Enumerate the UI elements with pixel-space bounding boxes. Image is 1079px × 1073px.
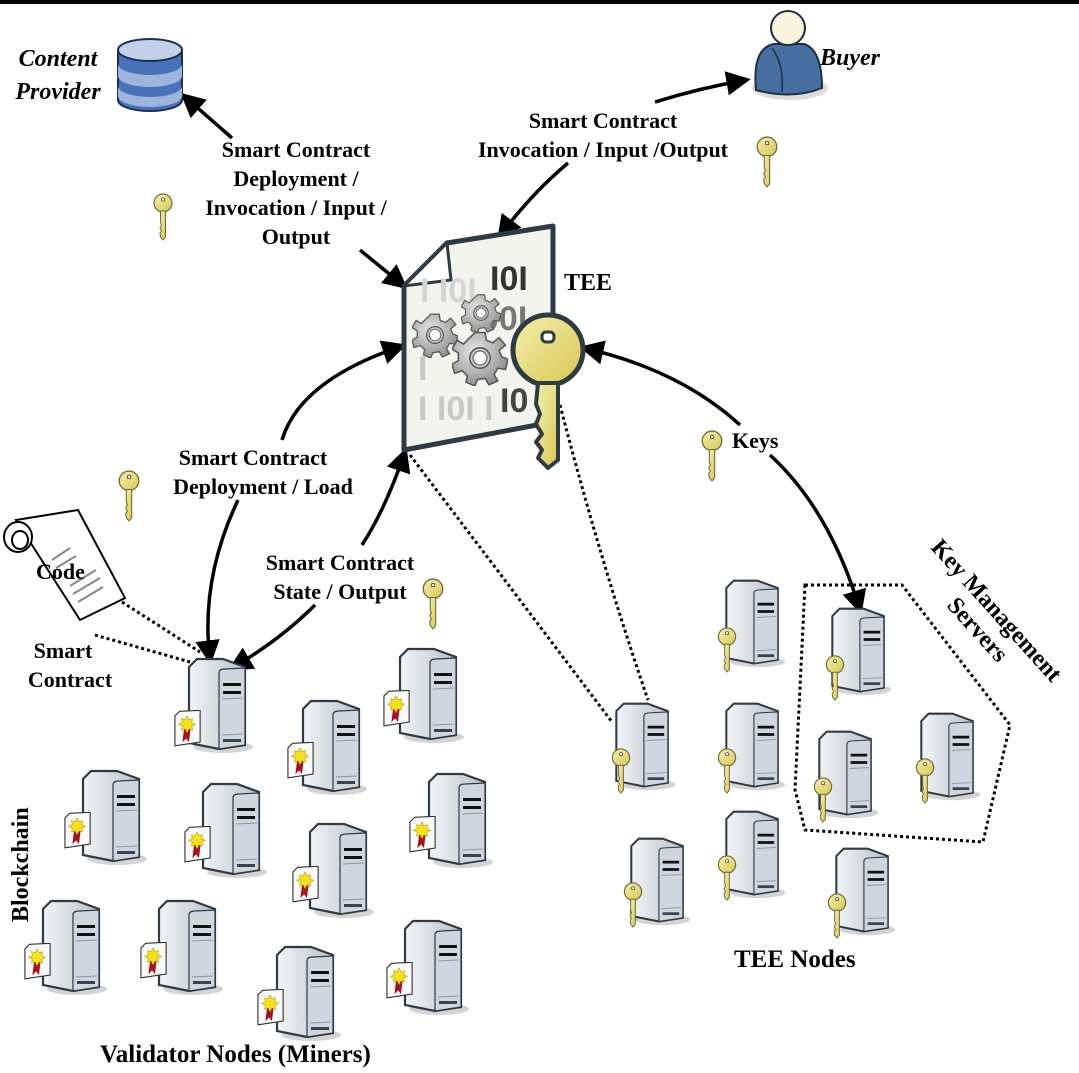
certificate-icon	[292, 866, 319, 903]
edge-label-line: Deployment / Load	[173, 474, 353, 499]
validator-node	[292, 822, 375, 920]
certificate-icon	[64, 812, 91, 849]
edge-tee-to-provider-lower	[358, 248, 408, 290]
certificate-icon	[287, 742, 314, 779]
svg-text:I0: I0	[500, 382, 528, 420]
validator-node	[64, 769, 148, 867]
tee-node	[827, 847, 896, 939]
validator-node	[383, 647, 465, 745]
validator-node	[409, 772, 494, 870]
certificate-icon	[257, 989, 284, 1026]
certificate-icon	[184, 826, 211, 863]
validator-node	[386, 919, 470, 1017]
edge-keys-upper	[579, 340, 742, 427]
edge-tee-to-provider-upper	[180, 92, 234, 140]
key-management-boundary	[793, 583, 1012, 844]
edge-label-line: State / Output	[273, 579, 407, 604]
certificate-icon	[174, 710, 201, 747]
edge-keys-lower	[768, 453, 867, 615]
edge-label-line: Smart Contract	[222, 137, 371, 162]
tee-node	[623, 837, 691, 928]
key-icon	[153, 193, 173, 241]
tee-node	[717, 702, 786, 794]
dotted-code-to-validator-1	[121, 600, 201, 654]
edge-state-lower	[227, 603, 317, 671]
edge-deploy-lower	[195, 499, 240, 665]
edge-label-line: Smart Contract	[529, 108, 678, 133]
content-provider-label-2: Provider	[14, 79, 101, 105]
edges	[94, 71, 1012, 844]
edge-label-line: Smart Contract	[266, 550, 415, 575]
certificate-icon	[386, 962, 413, 999]
edge-label-line: Invocation / Input /Output	[478, 137, 729, 162]
smart-contract-label-2: Contract	[28, 667, 113, 692]
keys-label: Keys	[732, 428, 779, 453]
key-management-server	[825, 607, 892, 701]
label-provider-edge: Smart Contract Deployment / Invocation /…	[205, 137, 387, 249]
certificate-icon	[140, 942, 167, 979]
tee-node	[717, 810, 786, 901]
edge-label-line: Output	[262, 224, 331, 249]
key-icon	[118, 470, 140, 522]
label-deploy-edge: Smart Contract Deployment / Load	[173, 445, 353, 499]
smart-contract-label-1: Smart	[34, 638, 93, 663]
tee-node	[611, 702, 676, 794]
label-buyer-edge: Smart Contract Invocation / Input /Outpu…	[478, 108, 729, 162]
validator-node	[140, 899, 224, 997]
validator-node	[174, 657, 254, 755]
validator-nodes-label: Validator Nodes (Miners)	[100, 1041, 371, 1068]
edge-deploy-upper	[280, 340, 407, 441]
tee-label: TEE	[564, 270, 612, 296]
tee-nodes-label: TEE Nodes	[734, 946, 856, 973]
key-icon	[701, 430, 723, 482]
edge-label-line: Smart Contract	[179, 445, 328, 470]
key-management-server	[813, 730, 879, 823]
blockchain-label: Blockchain	[8, 807, 34, 922]
key-icon	[756, 136, 778, 188]
edge-label-line: Deployment /	[233, 166, 359, 191]
edge-label-line: Invocation / Input /	[205, 195, 387, 220]
key-management-server	[915, 712, 981, 804]
dotted-tee-to-teenode-1	[408, 454, 614, 723]
validator-node	[287, 699, 368, 797]
database-icon	[117, 38, 183, 112]
code-scroll-icon	[3, 508, 127, 622]
label-state-edge: Smart Contract State / Output	[266, 550, 415, 604]
svg-text:I0I: I0I	[490, 260, 528, 298]
certificate-icon	[409, 816, 436, 853]
dotted-tee-to-teenode-2	[558, 404, 650, 701]
tee-enclave-icon: I I0I I0I 00I I I I0I I I0	[399, 223, 586, 470]
validator-nodes	[24, 647, 494, 1043]
person-icon	[752, 10, 828, 100]
top-border	[0, 0, 1079, 4]
edge-to-buyer	[654, 71, 751, 104]
content-provider-label-1: Content	[19, 46, 99, 72]
certificate-icon	[24, 943, 51, 980]
certificate-icon	[383, 690, 410, 727]
buyer-label: Buyer	[819, 45, 881, 71]
svg-text:I I0I I: I I0I I	[418, 390, 494, 428]
tee-node	[717, 579, 786, 673]
svg-text:I: I	[418, 350, 427, 388]
validator-node	[24, 899, 108, 997]
edge-from-buyer	[497, 161, 570, 240]
code-label: Code	[36, 559, 85, 584]
tee-key-icon	[510, 312, 586, 470]
key-management-servers	[813, 607, 981, 823]
key-icon	[422, 578, 444, 630]
dotted-code-to-validator-2	[94, 633, 191, 664]
edge-state-upper	[360, 447, 411, 546]
validator-node	[257, 945, 342, 1043]
validator-node	[184, 782, 268, 880]
